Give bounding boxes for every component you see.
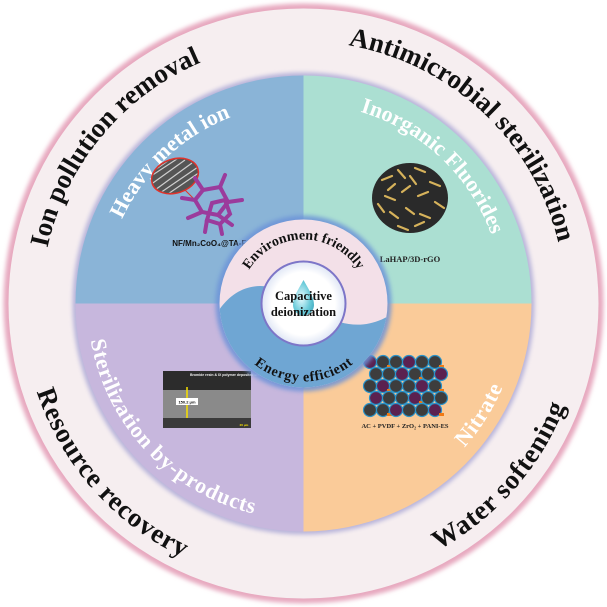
core-label-line1: Capacitive bbox=[275, 289, 332, 303]
sem-scale-label: 20 μm bbox=[240, 423, 249, 427]
sem-cross-section-image: Bromide resin & IX polymer deposited on … bbox=[163, 371, 294, 428]
particle bbox=[394, 366, 410, 382]
purple-molecule-icon bbox=[180, 173, 244, 236]
particle-aggregate-image bbox=[362, 354, 449, 418]
zro2-particle bbox=[439, 413, 444, 416]
sem-annotation-text: Bromide resin & IX polymer deposited on … bbox=[190, 373, 294, 377]
particle bbox=[420, 390, 436, 406]
caption-heavy-metal-material: NF/Mn₂CoO₄@TA-Fe³⁺ bbox=[172, 239, 257, 248]
particle bbox=[362, 378, 378, 394]
particle bbox=[368, 366, 384, 382]
particle bbox=[420, 366, 436, 382]
caption-nitrate-material: AC + PVDF + ZrO₂ + PANI-ES bbox=[361, 423, 448, 430]
particle bbox=[401, 354, 417, 370]
particle bbox=[394, 390, 410, 406]
center-badge: Environment friendly Energy efficient Ca… bbox=[215, 215, 392, 392]
particle bbox=[427, 354, 443, 370]
particle bbox=[414, 354, 430, 370]
particle bbox=[362, 402, 378, 418]
lahap-cluster-image: LaHAP/3D-rGO bbox=[372, 163, 448, 264]
particle bbox=[368, 390, 384, 406]
zro2-particle bbox=[419, 377, 424, 380]
particle bbox=[381, 390, 397, 406]
particle bbox=[433, 390, 449, 406]
water-drop-icon bbox=[293, 280, 314, 316]
zro2-particle bbox=[387, 389, 392, 392]
zro2-particle bbox=[387, 413, 392, 416]
particle bbox=[388, 354, 404, 370]
zro2-particle bbox=[439, 389, 444, 392]
particle bbox=[427, 402, 443, 418]
particle bbox=[388, 378, 404, 394]
heavy-metal-molecule-image: NF/Mn₂CoO₄@TA-Fe³⁺ bbox=[148, 156, 258, 248]
particle bbox=[414, 378, 430, 394]
particle bbox=[401, 378, 417, 394]
particle bbox=[427, 378, 443, 394]
zro2-particle bbox=[387, 365, 392, 368]
zro2-particle bbox=[439, 365, 444, 368]
zro2-particle bbox=[419, 401, 424, 404]
particle bbox=[414, 402, 430, 418]
sem-thickness-label: 150.2 μm bbox=[178, 400, 196, 405]
particle bbox=[388, 402, 404, 418]
core-label-line2: deionization bbox=[271, 305, 336, 319]
particle bbox=[433, 366, 449, 382]
particle bbox=[381, 366, 397, 382]
particle bbox=[401, 402, 417, 418]
caption-fluoride-material: LaHAP/3D-rGO bbox=[380, 254, 441, 264]
